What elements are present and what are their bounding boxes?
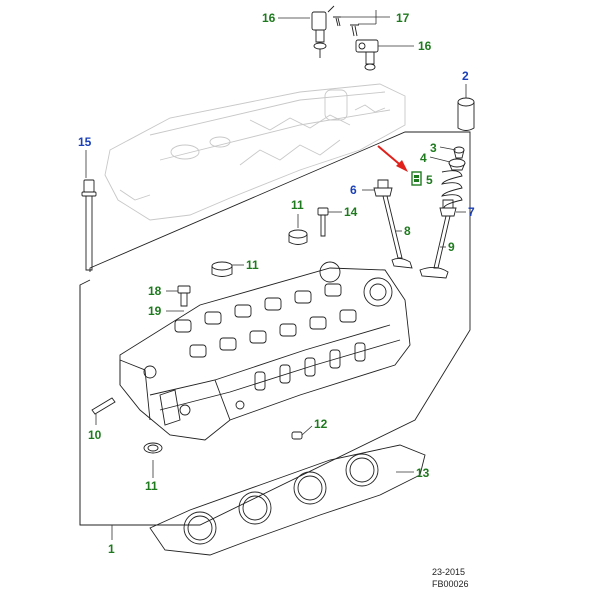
valve-spring-retainer bbox=[448, 158, 466, 171]
callout-5: 5 bbox=[426, 173, 433, 187]
cylinder-head bbox=[119, 261, 411, 441]
bolt-14 bbox=[317, 207, 329, 237]
valve-seal-lower bbox=[439, 199, 457, 217]
callout-2: 2 bbox=[462, 69, 469, 83]
intake-valve bbox=[382, 195, 413, 269]
camshaft-sensor-lower bbox=[355, 39, 379, 71]
figure-id: FB00026 bbox=[432, 579, 469, 589]
callout-13: 13 bbox=[416, 466, 430, 480]
callout-16-upper: 16 bbox=[262, 11, 276, 25]
callout-15: 15 bbox=[78, 135, 92, 149]
seal-ring-middle bbox=[211, 261, 233, 277]
leader-lines bbox=[85, 10, 467, 540]
callout-9: 9 bbox=[448, 240, 455, 254]
valve-collet bbox=[453, 146, 465, 159]
seal-ring-upper bbox=[288, 229, 308, 245]
callout-4: 4 bbox=[420, 151, 427, 165]
callout-11-middle: 11 bbox=[246, 258, 259, 272]
date-code: 23-2015 bbox=[432, 567, 465, 577]
plug-12 bbox=[291, 431, 303, 440]
callout-18: 18 bbox=[148, 284, 162, 298]
callout-6: 6 bbox=[350, 183, 357, 197]
bolt-18 bbox=[177, 285, 191, 307]
callout-12: 12 bbox=[314, 417, 328, 431]
callout-11-upper: 11 bbox=[291, 198, 304, 212]
callout-11-lower: 11 bbox=[145, 479, 158, 493]
red-arrow-icon bbox=[377, 145, 408, 172]
callout-14: 14 bbox=[344, 205, 358, 219]
callout-16-lower: 16 bbox=[418, 39, 432, 53]
callout-17: 17 bbox=[396, 11, 410, 25]
exhaust-valve bbox=[419, 215, 451, 279]
cylinder-head-bolt bbox=[81, 179, 97, 271]
callout-1: 1 bbox=[108, 542, 115, 556]
callout-10: 10 bbox=[88, 428, 102, 442]
cam-cover-outline bbox=[104, 83, 406, 221]
tappet bbox=[457, 97, 475, 131]
callout-7: 7 bbox=[468, 205, 475, 219]
dowel-10 bbox=[91, 397, 116, 415]
sensor-bolts bbox=[333, 16, 359, 37]
head-gasket bbox=[149, 444, 426, 556]
callout-8: 8 bbox=[404, 224, 411, 238]
seal-ring-lower bbox=[143, 442, 163, 454]
camshaft-sensor-upper bbox=[311, 5, 335, 58]
assembly-outline bbox=[79, 131, 471, 526]
highlighted-part bbox=[411, 171, 422, 186]
valve-spring bbox=[441, 170, 463, 209]
callout-19: 19 bbox=[148, 304, 162, 318]
valve-stem-seal bbox=[373, 179, 393, 197]
callout-3: 3 bbox=[430, 141, 437, 155]
